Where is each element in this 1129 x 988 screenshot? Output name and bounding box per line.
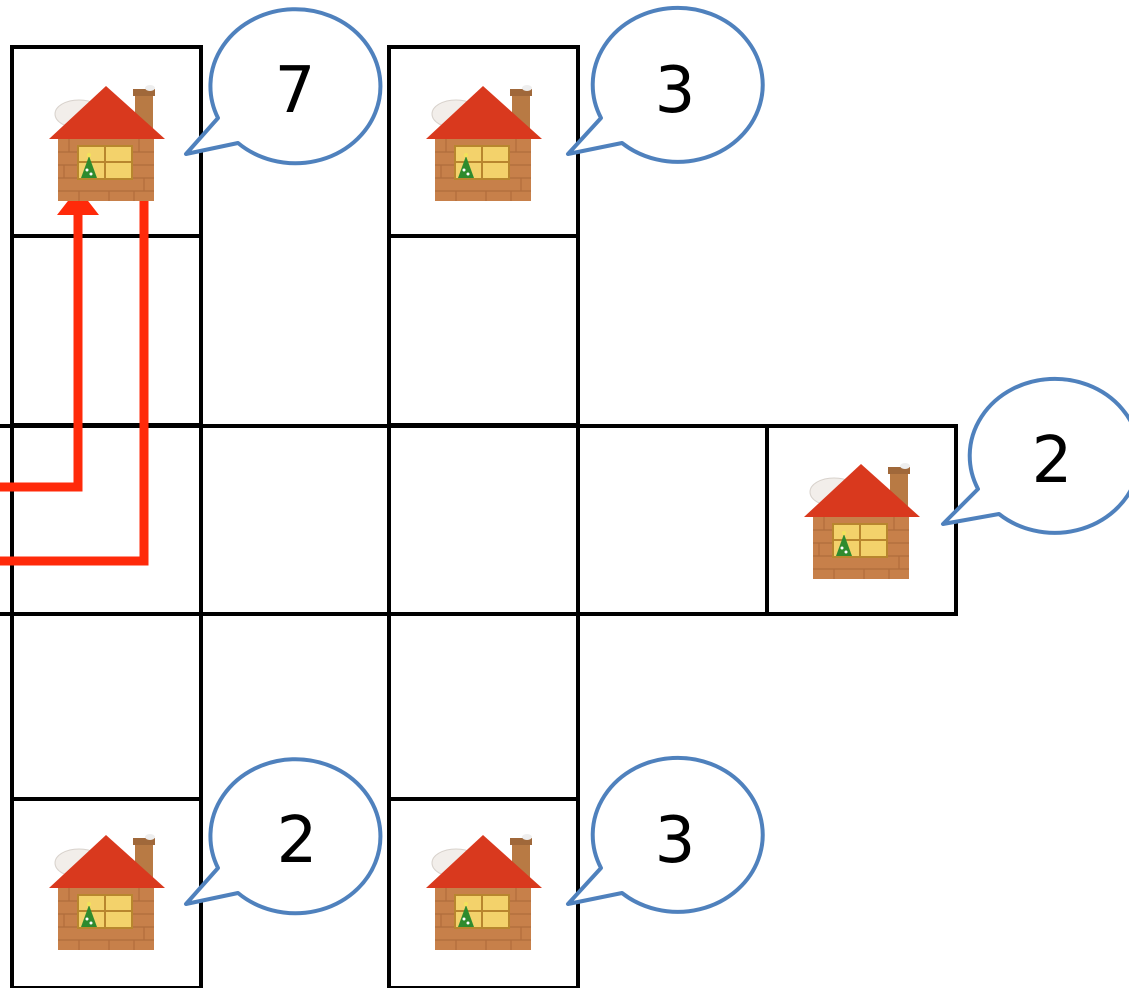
grid-cell [389, 236, 578, 425]
grid-cell [12, 236, 201, 425]
house-icon [426, 834, 542, 950]
house-count-label: 2 [277, 804, 318, 878]
grid-cell [389, 614, 578, 799]
houses [49, 85, 920, 950]
house-count-label: 2 [1032, 424, 1073, 498]
grid-cell [12, 426, 201, 614]
grid-cell [12, 614, 201, 799]
grid-cell [201, 426, 389, 614]
grid-cell [389, 426, 578, 614]
house-count-label: 7 [275, 54, 316, 128]
bubbles [186, 8, 1129, 913]
house-icon [804, 463, 920, 579]
bubble-labels: 7 3 2 2 3 [275, 54, 1073, 878]
house-icon [49, 85, 165, 201]
house-count-label: 3 [655, 54, 696, 128]
house-count-label: 3 [655, 804, 696, 878]
house-icon [426, 85, 542, 201]
house-icon [49, 834, 165, 950]
grid-cell [578, 426, 767, 614]
